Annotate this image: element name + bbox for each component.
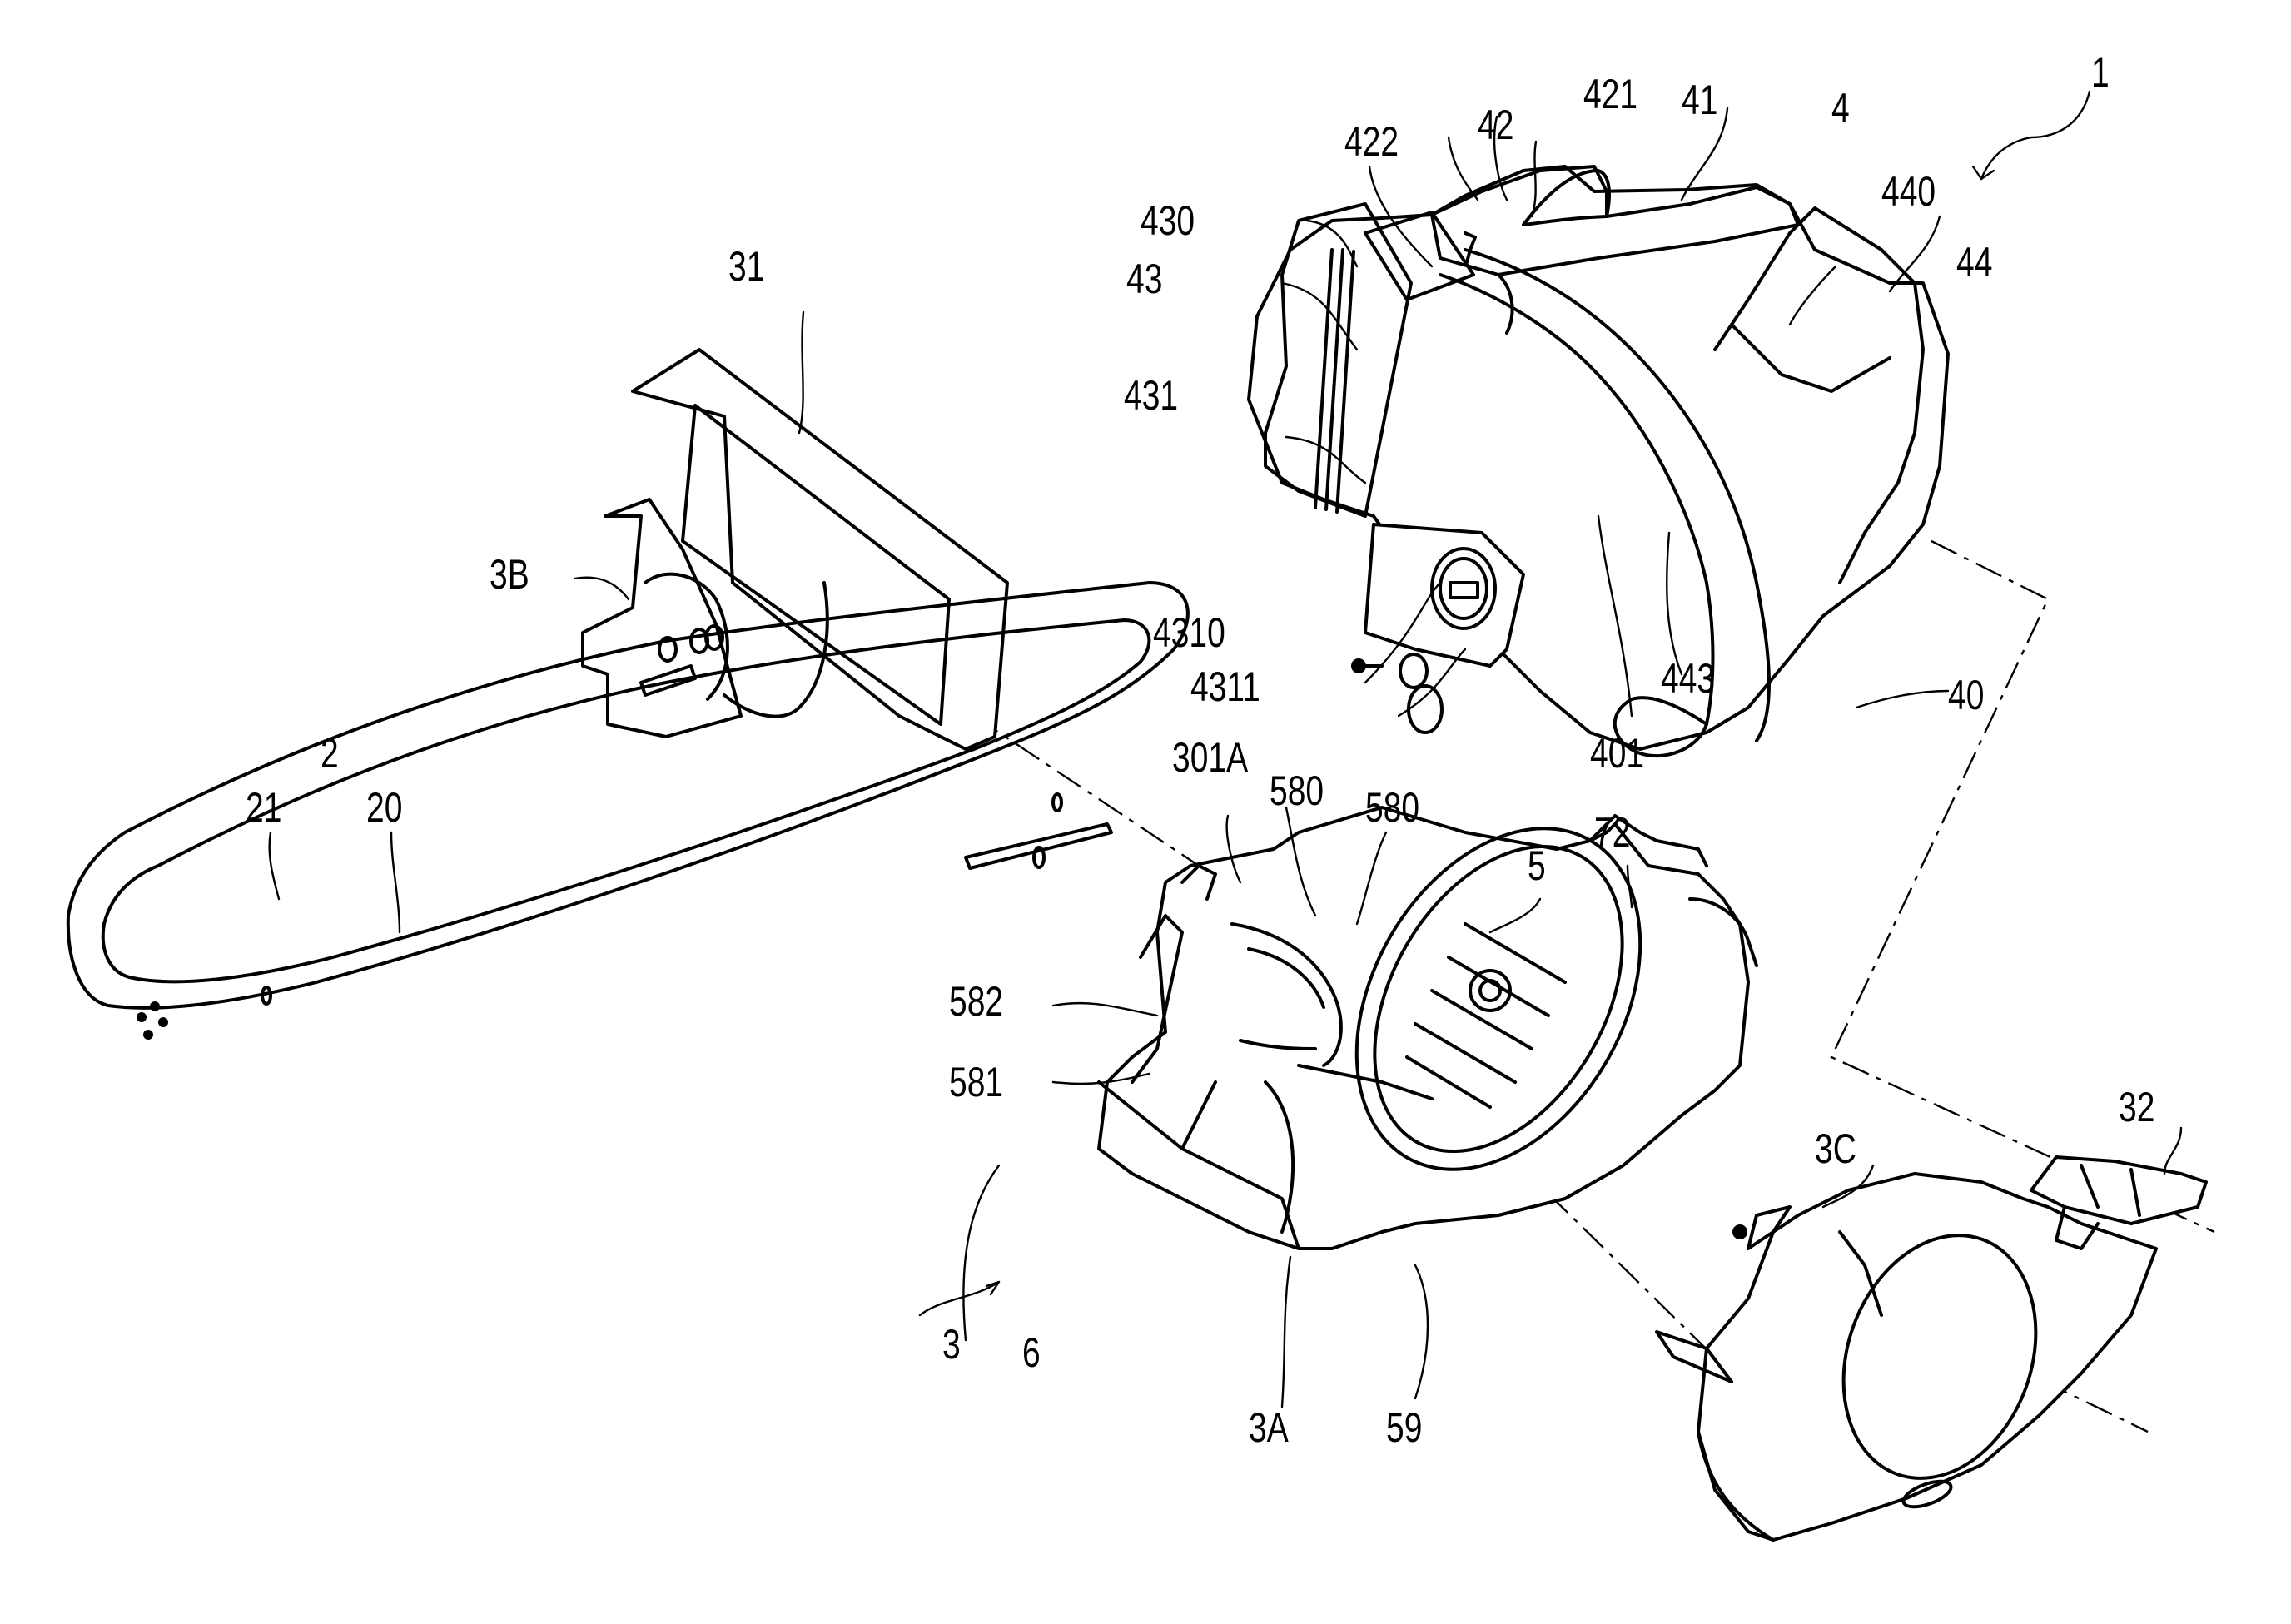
label-59: 59	[1386, 1404, 1423, 1451]
label-582: 582	[949, 978, 1004, 1025]
label-72: 72	[1594, 809, 1631, 856]
frame-and-side-cover	[581, 348, 1009, 751]
label-42: 42	[1478, 102, 1514, 148]
label-581: 581	[949, 1059, 1004, 1105]
label-580a: 580	[1270, 767, 1324, 814]
label-440: 440	[1881, 168, 1936, 215]
label-40: 40	[1948, 672, 1985, 718]
label-4311: 4311	[1190, 663, 1260, 710]
label-4310: 4310	[1153, 609, 1225, 656]
label-20: 20	[366, 784, 403, 831]
label-431: 431	[1124, 372, 1179, 419]
label-580b: 580	[1365, 784, 1420, 831]
label-301A: 301A	[1172, 734, 1249, 781]
label-21: 21	[246, 784, 282, 831]
guide-bar	[66, 581, 1190, 1040]
chain-brake-32	[2030, 1155, 2208, 1250]
label-6: 6	[1022, 1329, 1041, 1376]
assembly-axis-cover	[1906, 1314, 2149, 1433]
label-5: 5	[1528, 842, 1546, 889]
engine-unit	[1097, 806, 1758, 1250]
label-3A: 3A	[1249, 1404, 1289, 1451]
cover-3C	[1655, 1172, 2158, 1542]
handle-housing	[1247, 165, 1950, 758]
label-421: 421	[1583, 71, 1638, 117]
label-401: 401	[1590, 730, 1645, 777]
assembly-axis-bar	[973, 715, 1757, 1399]
label-44: 44	[1956, 239, 1993, 286]
label-3C: 3C	[1815, 1125, 1856, 1172]
label-32: 32	[2119, 1084, 2155, 1130]
label-443: 443	[1661, 655, 1716, 702]
leader-1	[1980, 90, 2091, 181]
label-2: 2	[321, 730, 339, 777]
label-3: 3	[942, 1321, 961, 1368]
label-43: 43	[1126, 256, 1163, 302]
label-3B: 3B	[490, 551, 529, 598]
leader-lines	[268, 90, 2183, 1408]
label-422: 422	[1344, 118, 1399, 165]
label-41: 41	[1682, 77, 1718, 123]
label-31: 31	[728, 243, 765, 290]
assembly-axis-handle	[1830, 539, 2215, 1234]
label-430: 430	[1141, 197, 1195, 244]
label-1: 1	[2091, 49, 2110, 96]
leader-1-arrowhead	[1971, 165, 1995, 181]
label-4: 4	[1831, 85, 1850, 132]
